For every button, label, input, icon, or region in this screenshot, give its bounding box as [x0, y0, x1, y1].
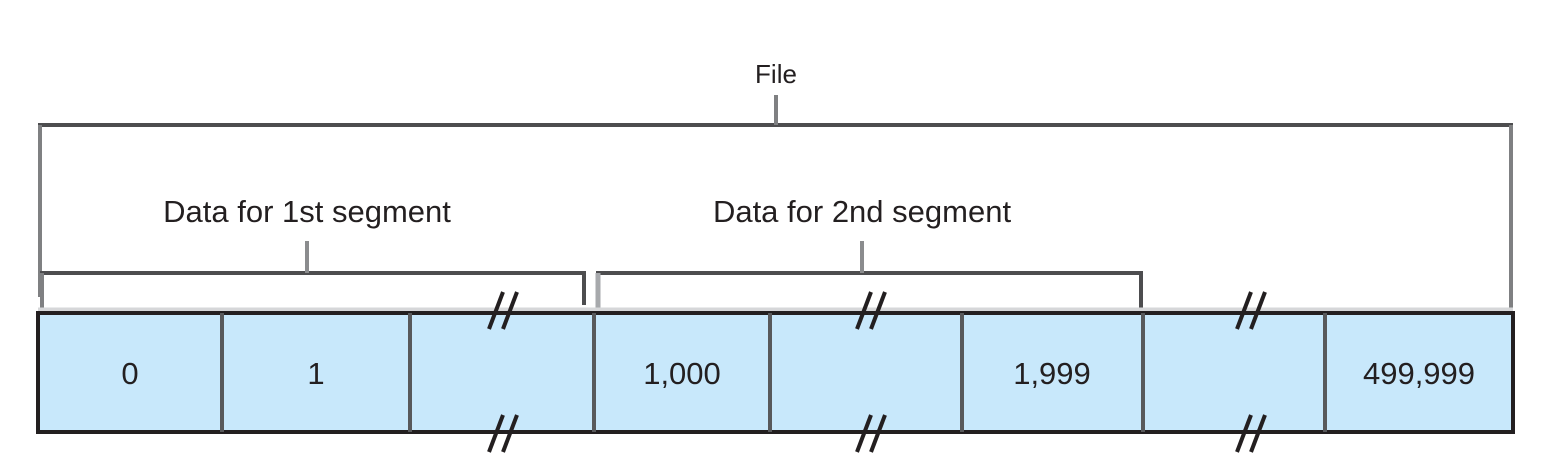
break-marks: [487, 291, 1267, 453]
block-cell: [770, 313, 962, 432]
segment1-bracket: [40, 241, 586, 310]
file-bracket: [38, 95, 1513, 310]
block-cell: [1143, 313, 1325, 432]
segment1-label: Data for 1st segment: [163, 194, 451, 229]
block-cell-label: 0: [121, 356, 138, 391]
block-cell: [962, 313, 1143, 432]
block-cell-label: 1: [307, 356, 324, 391]
block-cell: [594, 313, 770, 432]
block-cell-label: 1,999: [1013, 356, 1091, 391]
block-cell: [222, 313, 410, 432]
break-mark-icon: [487, 414, 519, 453]
strip-outer-border: [36, 311, 1515, 434]
block-cell: [38, 313, 222, 432]
file-block-strip: [36, 307, 1515, 434]
break-mark-icon: [855, 291, 887, 330]
block-cell: [410, 313, 594, 432]
block-cell-label: 1,000: [643, 356, 721, 391]
segment2-label: Data for 2nd segment: [713, 194, 1012, 229]
segment2-bracket: [595, 241, 1143, 310]
break-mark-icon: [855, 414, 887, 453]
break-mark-icon: [1235, 414, 1267, 453]
block-cell: [1325, 313, 1513, 432]
block-cell-label: 499,999: [1363, 356, 1475, 391]
break-mark-icon: [487, 291, 519, 330]
file-label: File: [755, 59, 797, 89]
break-mark-icon: [1235, 291, 1267, 330]
